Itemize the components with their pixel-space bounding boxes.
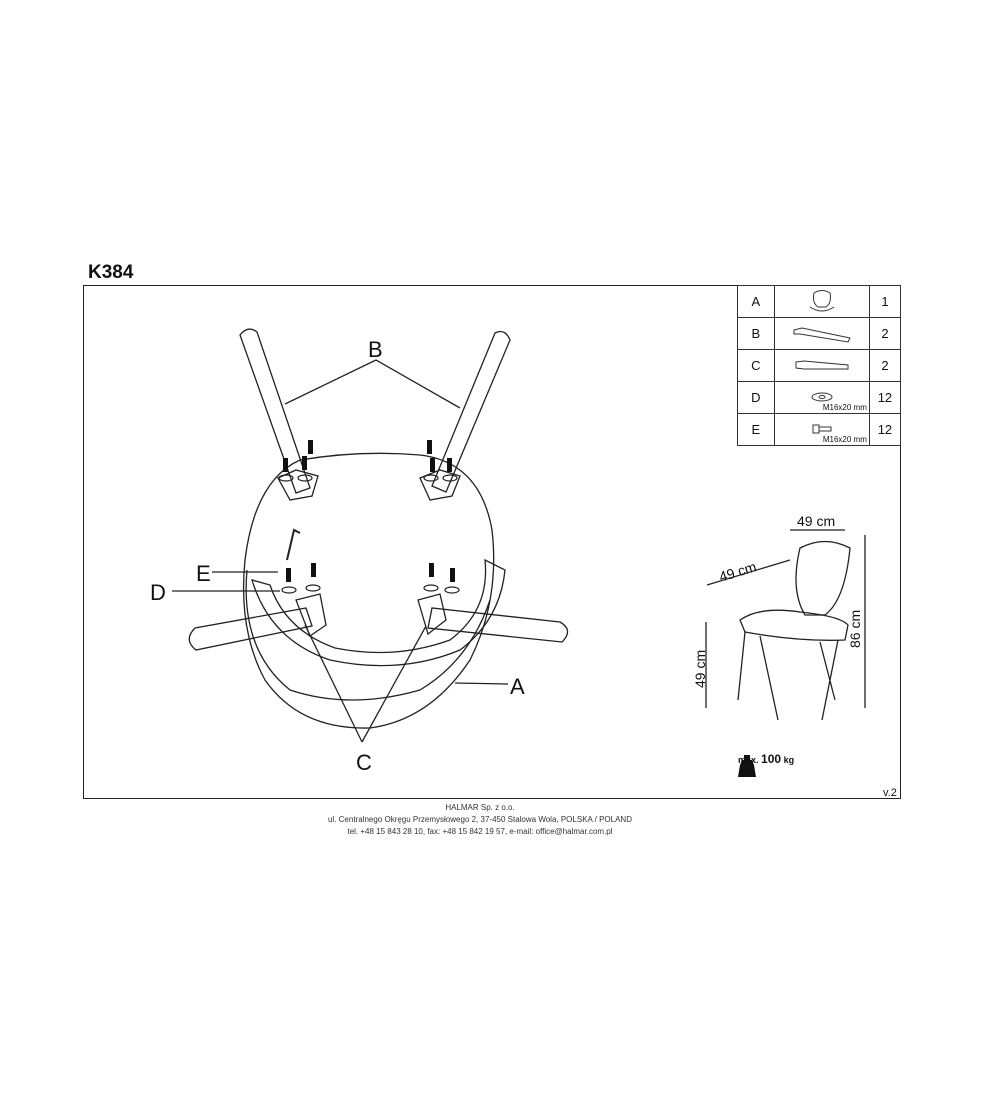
part-qty: 12: [868, 413, 902, 446]
callout-a: A: [510, 674, 525, 699]
weight-prefix: max.: [738, 755, 759, 765]
part-row-e: E M16x20 mm 12: [737, 413, 902, 446]
parts-table: A 1 B 2 C 2 D M16x20 mm 12 E M16x20 mm 1…: [737, 285, 902, 446]
dim-width: 49 cm: [797, 513, 835, 529]
footer-address: ul. Centralnego Okręgu Przemysłowego 2, …: [327, 815, 632, 824]
washer: [281, 586, 297, 594]
leader-a: [454, 682, 509, 685]
part-row-b: B 2: [737, 317, 902, 350]
bolt-icon: M16x20 mm: [773, 413, 870, 446]
seat-rim: [245, 569, 491, 701]
plate-top-right: [419, 469, 461, 501]
part-letter: D: [737, 381, 775, 414]
dim-depth: 49 cm: [717, 558, 758, 584]
footer: HALMAR Sp. z o.o. ul. Centralnego Okręgu…: [0, 802, 960, 838]
bolt: [302, 456, 307, 470]
bolt: [311, 563, 316, 577]
bolt: [429, 563, 434, 577]
seat-shell: [242, 452, 495, 729]
weight-value: 100: [761, 752, 782, 766]
chair-side-back: [795, 540, 851, 616]
washer: [305, 584, 321, 592]
plate-bottom-left: [295, 593, 327, 638]
washer: [442, 474, 458, 482]
part-row-d: D M16x20 mm 12: [737, 381, 902, 414]
allen-key: [286, 528, 301, 561]
bolt: [283, 458, 288, 472]
callout-c: C: [356, 750, 372, 775]
weight-icon: [738, 755, 756, 777]
leader-c: [304, 624, 427, 743]
dim-seat-height: 49 cm: [692, 650, 708, 688]
part-letter: B: [737, 317, 775, 350]
seat-back: [251, 558, 506, 667]
part-qty: 2: [868, 349, 902, 382]
washer-icon: M16x20 mm: [773, 381, 870, 414]
part-qty: 2: [868, 317, 902, 350]
plate-bottom-right: [417, 593, 447, 636]
leg-b-right: [431, 330, 511, 493]
bolt: [286, 568, 291, 582]
callout-b: B: [368, 337, 383, 362]
part-size: M16x20 mm: [822, 403, 867, 412]
part-row-a: A 1: [737, 285, 902, 318]
short-leg-icon: [773, 349, 870, 382]
chair-side-leg: [737, 631, 839, 721]
part-letter: E: [737, 413, 775, 446]
leg-c-right: [427, 607, 569, 643]
model-title: K384: [88, 262, 134, 283]
bolt: [447, 458, 452, 472]
dim-height: 86 cm: [847, 610, 863, 648]
washer: [423, 584, 439, 592]
bolt: [427, 440, 432, 454]
callout-e: E: [196, 561, 211, 586]
version-label: v.2: [883, 787, 897, 799]
long-leg-icon: [773, 317, 870, 350]
washer: [297, 474, 313, 482]
washer: [278, 474, 294, 482]
leg-c-left: [188, 607, 313, 651]
weight-unit: kg: [783, 755, 795, 765]
callout-d: D: [150, 580, 166, 605]
bolt: [450, 568, 455, 582]
footer-contact: tel. +48 15 843 28 10, fax: +48 15 842 1…: [347, 827, 613, 836]
chair-seat-icon: [773, 285, 870, 318]
part-qty: 1: [868, 285, 902, 318]
diagram-frame: [83, 285, 901, 799]
chair-side-seat: [739, 609, 849, 641]
footer-company: HALMAR Sp. z o.o.: [445, 803, 515, 812]
leg-b-left: [239, 328, 311, 494]
max-weight: max. 100 kg: [738, 752, 794, 766]
plate-top-left: [277, 469, 319, 501]
washer: [423, 474, 439, 482]
leader-b: [284, 359, 461, 409]
bolt: [430, 458, 435, 472]
dim-depth-line: [706, 559, 791, 586]
part-letter: C: [737, 349, 775, 382]
part-letter: A: [737, 285, 775, 318]
part-size: M16x20 mm: [822, 435, 867, 444]
washer: [444, 586, 460, 594]
part-row-c: C 2: [737, 349, 902, 382]
part-qty: 12: [868, 381, 902, 414]
bolt: [308, 440, 313, 454]
